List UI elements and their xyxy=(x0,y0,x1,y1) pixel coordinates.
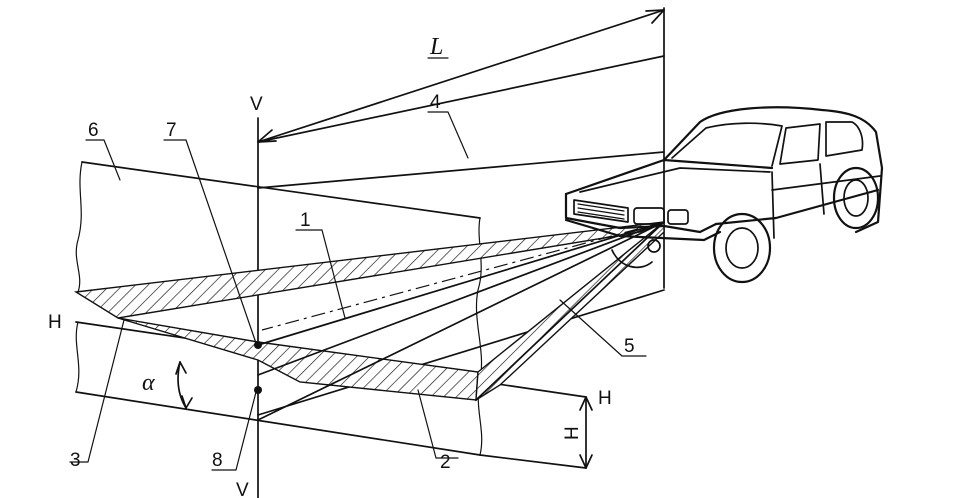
callout-7-label: 7 xyxy=(166,120,177,141)
vertical-top-label: V xyxy=(250,94,263,115)
upper-beam-band xyxy=(73,221,665,319)
callout-leaders xyxy=(69,111,647,471)
height-dimension xyxy=(479,396,593,469)
vertical-bottom-label: V xyxy=(236,480,249,498)
callout-8-label: 8 xyxy=(212,450,223,471)
car-illustration xyxy=(564,106,884,284)
angle-label: α xyxy=(142,370,155,396)
lower-beam-band xyxy=(117,317,479,401)
beam-rays xyxy=(257,221,665,421)
callout-4-label: 4 xyxy=(430,92,441,113)
horizontal-left-label: H xyxy=(48,312,62,333)
distance-dimension xyxy=(257,9,665,143)
vertical-reference-plane xyxy=(257,7,665,416)
horizontal-right-label: H xyxy=(598,388,612,409)
distance-label: L xyxy=(429,34,443,60)
callout-6-label: 6 xyxy=(88,120,99,141)
height-label: H xyxy=(562,426,583,440)
callout-3-label: 3 xyxy=(70,450,81,471)
angle-indicator xyxy=(175,361,193,409)
callout-5-label: 5 xyxy=(624,336,635,357)
callout-2-label: 2 xyxy=(440,452,451,473)
callout-1-label: 1 xyxy=(300,210,311,231)
